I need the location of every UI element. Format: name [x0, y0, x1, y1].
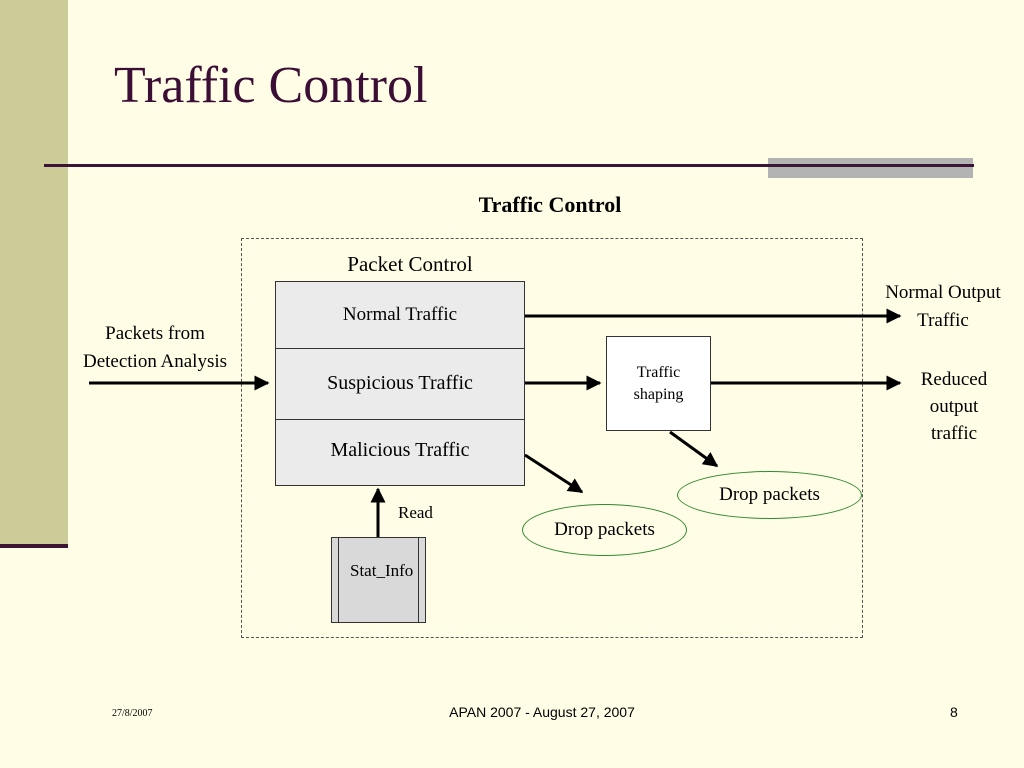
traffic-shaping-line: shaping — [633, 386, 684, 403]
packet-control-box — [275, 281, 525, 486]
left-decor-accent — [0, 544, 68, 548]
read-label: Read — [398, 503, 433, 522]
suspicious-traffic-row: Suspicious Traffic — [327, 372, 473, 394]
input-label-line: Packets from — [105, 323, 205, 344]
reduced-output-line: output — [929, 396, 979, 417]
traffic-shaping-box — [606, 336, 711, 431]
page-number: 8 — [950, 704, 958, 720]
stat-info-box — [331, 537, 426, 623]
title-divider — [44, 164, 974, 167]
traffic-shaping-label: Traffic shaping — [606, 362, 711, 406]
traffic-control-group — [241, 238, 863, 638]
input-label: Packets from Detection Analysis — [60, 320, 250, 376]
input-label-line: Detection Analysis — [82, 351, 228, 372]
normal-output-line: Normal Output — [885, 282, 1001, 303]
traffic-shaping-line: Traffic — [636, 364, 681, 381]
drop-packets-shaping: Drop packets — [677, 471, 862, 519]
reduced-output-label: Reduced output traffic — [894, 366, 1014, 447]
footer-date: 27/8/2007 — [112, 708, 153, 719]
drop-packets-label: Drop packets — [719, 484, 820, 505]
left-decor-band — [0, 0, 68, 546]
packet-control-label: Packet Control — [347, 252, 473, 276]
reduced-output-line: Reduced — [920, 369, 988, 390]
stat-info-edge — [418, 537, 419, 623]
normal-output-label: Normal Output Traffic — [868, 279, 1018, 335]
footer-center: APAN 2007 - August 27, 2007 — [449, 704, 635, 720]
drop-packets-malicious: Drop packets — [522, 504, 687, 556]
reduced-output-line: traffic — [930, 423, 978, 444]
packet-control-divider — [275, 348, 525, 349]
normal-traffic-row: Normal Traffic — [342, 304, 458, 325]
diagram-title: Traffic Control — [478, 192, 622, 217]
drop-packets-label: Drop packets — [554, 519, 655, 540]
slide-title: Traffic Control — [114, 57, 428, 114]
normal-output-line: Traffic — [917, 310, 969, 331]
title-divider-bar — [768, 158, 973, 178]
packet-control-divider — [275, 419, 525, 420]
malicious-traffic-row: Malicious Traffic — [330, 439, 470, 461]
stat-info-label: Stat_Info — [350, 561, 414, 580]
stat-info-edge — [338, 537, 339, 623]
